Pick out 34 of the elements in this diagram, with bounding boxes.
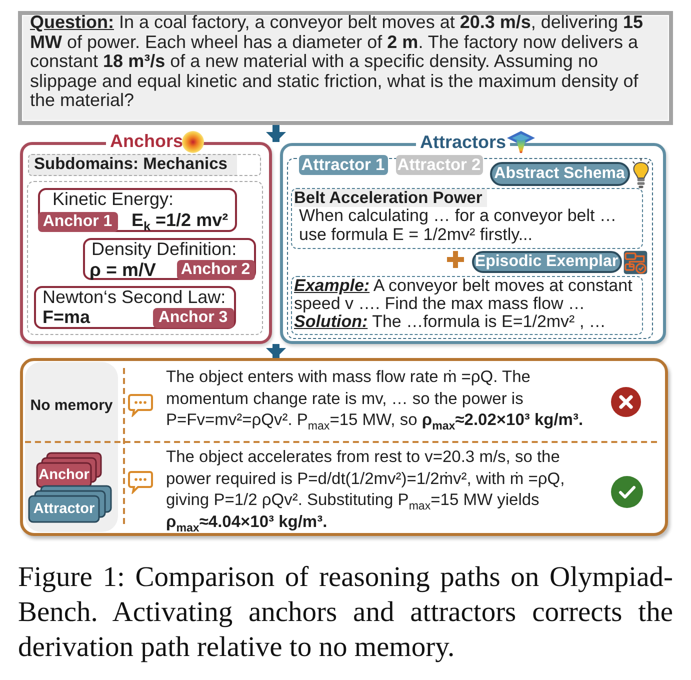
- question-text: Question: In a coal factory, a conveyor belt moves at 20.3 m/s, delivering 15 MW of power. Each wheel has a diameter of 2 m. The factory now delivers a constant 18 m³/s of a new material with a specific density. Assuming no slippage and equal kinetic and static friction, what is the maximum density of the material?: [30, 13, 644, 110]
- anchor-card: [82, 238, 256, 280]
- answer-text: The object accelerates from rest to v=20.3 m/s, so the power required is P=d/dt(1/2mv²)=1/2ṁv², with ṁ =ρQ, giving P=1/2 ρQv². Substituting P$_{max}$=15 MW yields ρ$_{max}$≈4.04×10³ kg/m³.: [166, 447, 566, 533]
- method-sidebar: [25, 362, 118, 532]
- arrow: [266, 344, 286, 358]
- exemplar-card: [290, 276, 642, 334]
- subdomain-banner: Subdomains: Mechanics: [28, 154, 261, 176]
- schema-title: Belt Acceleration Power: [294, 189, 488, 207]
- anchor-tag: Anchor 1: [38, 212, 118, 232]
- schema-text: When calculating … for a conveyor belt … use formula E = 1/2mv² firstly...: [299, 207, 618, 244]
- formula-text: E$_{k}$ =1/2 mv²: [132, 210, 228, 230]
- formula-text: ρ = m/V: [90, 260, 156, 278]
- formula-title: Newton‘s Second Law:: [42, 288, 226, 306]
- formula-title: Density Definition:: [92, 240, 237, 258]
- attractor-tab: Attractor 1: [298, 154, 388, 174]
- anchor-card: [34, 286, 236, 328]
- anchor-tag: Anchor 3: [152, 308, 234, 328]
- formula-text: F=ma: [42, 308, 90, 326]
- attractor-tab: Attractor 2: [396, 154, 482, 174]
- figure-caption: Figure 1: Comparison of reasoning paths on Olympiad-Bench. Activating anchors and attractors corrects the derivation path relative to no memory.: [18, 561, 673, 665]
- example-text: Example: A conveyor belt moves at constant speed v …. Find the max mass flow …: [294, 277, 634, 313]
- formula-title: Kinetic Energy:: [52, 190, 174, 208]
- tag-pill: Episodic Exemplar: [472, 250, 622, 272]
- anchor-tag: Anchor 2: [176, 260, 254, 280]
- question-box: [18, 11, 673, 125]
- solution-text: Solution: The …formula is E=1/2mv² , …: [294, 313, 607, 331]
- answer-panel: [20, 358, 668, 536]
- method-label: No memory: [29, 397, 114, 415]
- arrow: [266, 125, 286, 142]
- dashed-container: [27, 181, 263, 335]
- tag-pill: Abstract Schema: [490, 162, 630, 186]
- schema-card: [290, 188, 642, 248]
- anchor-card: [38, 188, 236, 232]
- answer-text: The object enters with mass flow rate ṁ =ρQ. The momentum change rate is mv, … so the power is P=Fv=mv²=ρQv². P$_{max}$=15 MW, so ρ$_{max}$≈2.02×10³ kg/m³.: [166, 367, 584, 432]
